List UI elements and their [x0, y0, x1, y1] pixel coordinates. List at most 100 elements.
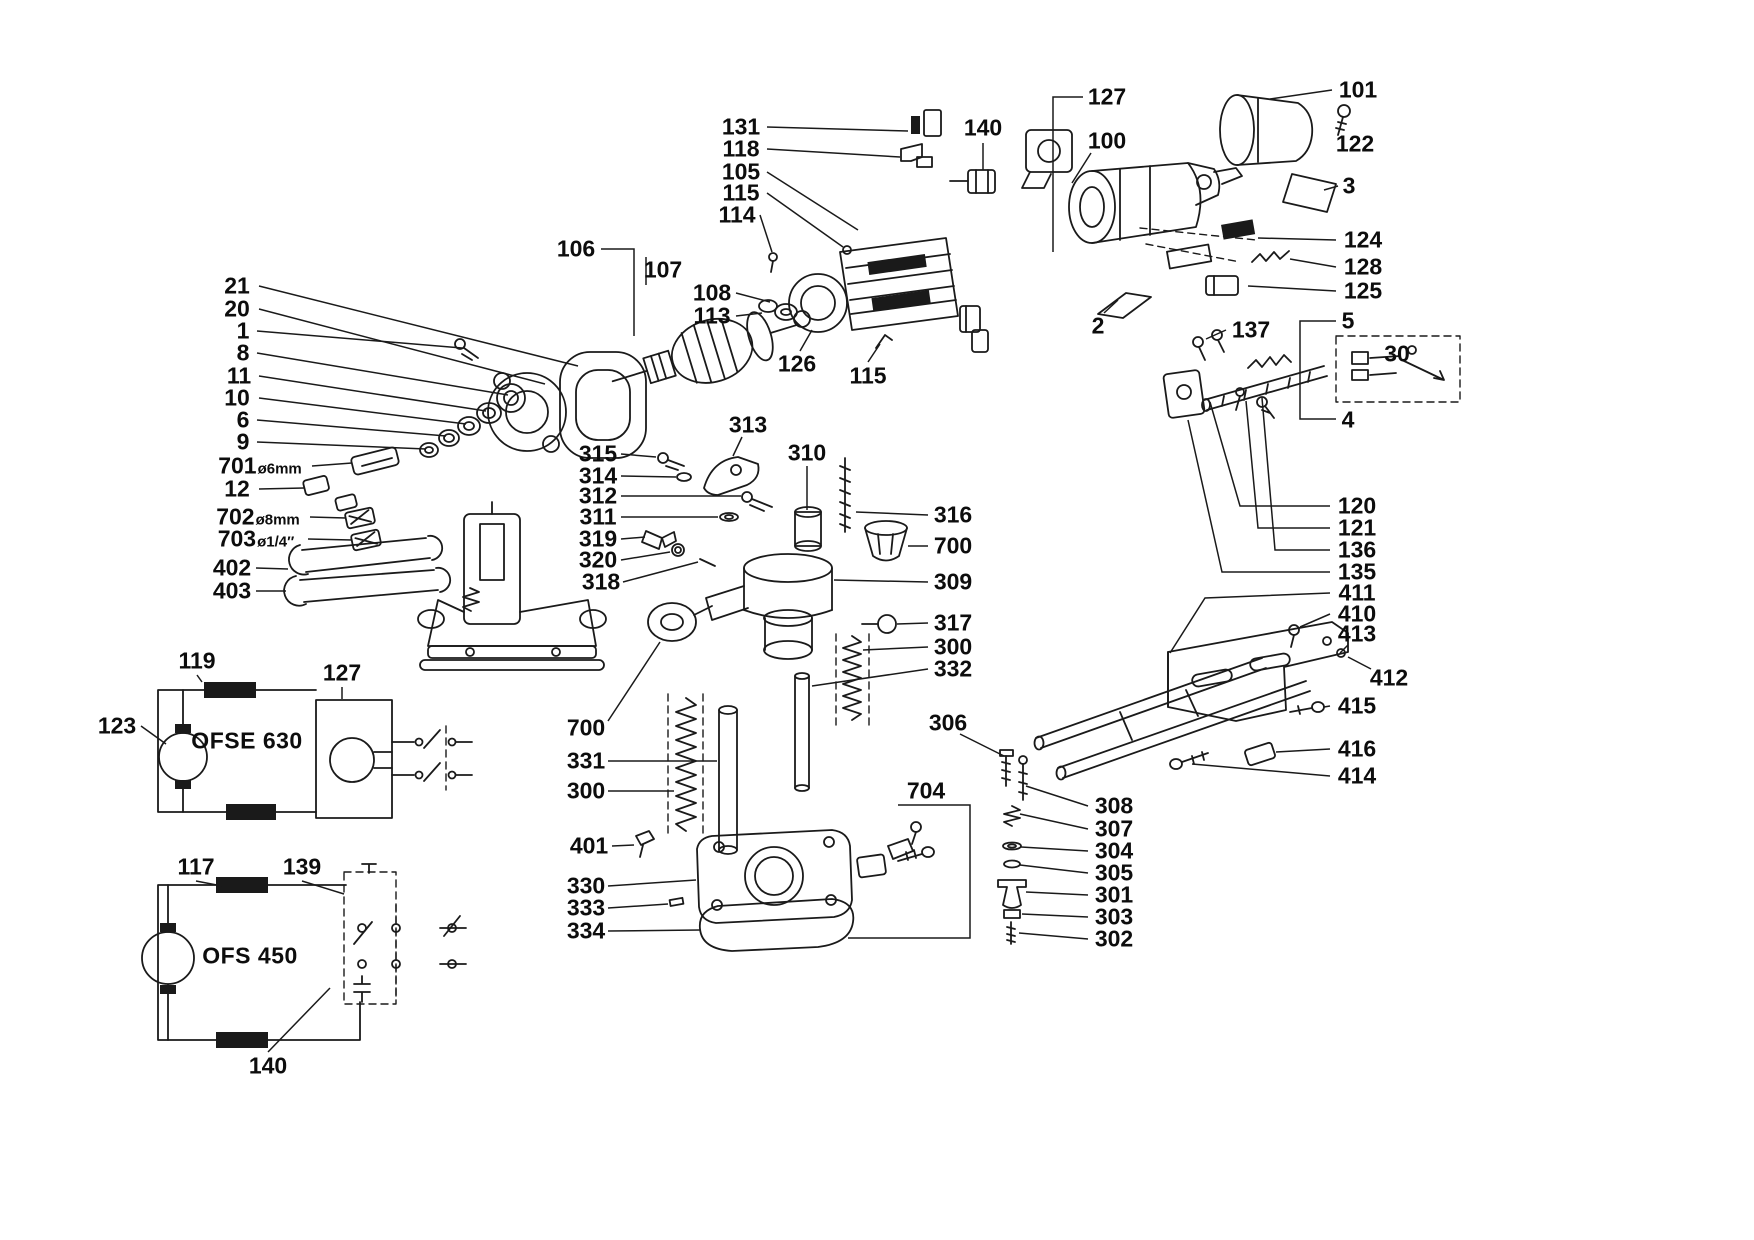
callout-text: 700 — [566, 714, 606, 741]
guide-fence-drawing — [1033, 621, 1349, 781]
callout-text: 413 — [1337, 620, 1377, 647]
leader-5 — [1299, 320, 1336, 420]
leader-3 — [1323, 185, 1339, 191]
leader-135 — [1187, 419, 1330, 573]
callout-307: 307 — [1094, 815, 1134, 842]
callout-319: 319 — [579, 527, 617, 551]
callout-702: 702ø8mm — [216, 505, 300, 529]
callout-704: 704 — [907, 779, 945, 803]
callout-2: 2 — [1091, 312, 1105, 339]
callout-text: 136 — [1337, 536, 1377, 563]
callout-text: 8 — [236, 339, 250, 366]
callout-text: 108 — [692, 279, 732, 306]
switch-lock-parts-drawing — [900, 109, 942, 168]
callout-131: 131 — [722, 115, 760, 139]
callout-text: 11 — [226, 362, 252, 389]
leader-309 — [833, 579, 929, 583]
callout-text: 308 — [1094, 792, 1134, 819]
callout-118: 118 — [722, 137, 759, 161]
diagram-art — [141, 94, 1461, 1048]
callout-411: 411 — [1338, 581, 1375, 605]
leader-414 — [1191, 763, 1331, 777]
leader-126 — [799, 329, 813, 352]
leader-118 — [766, 148, 901, 158]
callout-137: 137 — [1232, 318, 1270, 342]
callout-402: 402 — [213, 556, 251, 580]
callout-332: 332 — [933, 655, 973, 682]
leader-12 — [258, 487, 305, 490]
depth-rod-drawing — [1162, 354, 1328, 419]
leader-123 — [140, 725, 167, 745]
callout-text: 1 — [236, 317, 250, 344]
callout-text: 415 — [1337, 692, 1377, 719]
callout-6: 6 — [237, 408, 250, 432]
leader-401 — [611, 844, 635, 847]
callout-414: 414 — [1338, 764, 1376, 788]
callout-text: 127 — [322, 659, 362, 686]
callout-text: 330 — [566, 872, 606, 899]
leader-2 — [1103, 299, 1119, 314]
callout-text: 312 — [578, 482, 618, 509]
leader-20 — [258, 308, 546, 385]
leader-139 — [301, 880, 345, 895]
callout-text: 307 — [1094, 815, 1134, 842]
leader-11 — [258, 375, 487, 412]
motor-housing-100-drawing — [1068, 162, 1243, 244]
callout-text: 410 — [1337, 600, 1377, 627]
callout-text: OFSE 630 — [191, 727, 303, 754]
leader-318 — [622, 561, 699, 583]
plate-2-drawing — [1097, 292, 1152, 319]
callout-127-circuit: 127 — [322, 659, 362, 686]
leader-304 — [1020, 846, 1089, 852]
leader-319 — [620, 536, 646, 540]
callout-114: 114 — [718, 201, 756, 228]
callout-333: 333 — [567, 896, 605, 920]
leader-21 — [258, 285, 579, 367]
leader-313 — [732, 436, 743, 457]
callout-text: 5 — [1341, 307, 1355, 334]
callout-text: 300 — [566, 777, 606, 804]
callout-text: 416 — [1337, 735, 1377, 762]
callout-9: 9 — [237, 430, 250, 454]
callout-text: 140 — [248, 1052, 288, 1079]
callout-text: 302 — [1094, 925, 1134, 952]
callout-text: 316 — [933, 501, 973, 528]
callout-text: 313 — [728, 411, 768, 438]
callout-135: 135 — [1338, 560, 1376, 584]
callout-text: 332 — [933, 655, 973, 682]
callout-124: 124 — [1344, 228, 1382, 252]
callout-125: 125 — [1344, 279, 1382, 303]
callout-416: 416 — [1337, 735, 1377, 762]
callout-115-mid: 115 — [849, 364, 886, 388]
leader-8 — [256, 352, 509, 396]
leader-300-right — [862, 646, 929, 651]
leader-301 — [1025, 891, 1089, 896]
bearing-bracket-127-drawing — [1021, 129, 1073, 189]
callout-12: 12 — [224, 477, 250, 501]
screw-1-drawing — [454, 338, 479, 361]
callout-text: 21 — [224, 272, 250, 299]
spindle-collets-drawing — [302, 446, 400, 552]
leader-308 — [1025, 785, 1089, 807]
leader-413 — [1339, 644, 1349, 654]
callout-text: 114 — [718, 201, 756, 228]
callout-1: 1 — [236, 317, 250, 344]
callout-139: 139 — [283, 855, 321, 879]
callout-text: 412 — [1369, 664, 1409, 691]
fastener-column-drawing — [997, 749, 1028, 945]
callout-119: 119 — [178, 649, 215, 673]
callout-113: 113 — [693, 304, 730, 328]
callout-140-top: 140 — [964, 116, 1002, 140]
callout-model-ofse630: OFSE 630 — [191, 727, 303, 754]
callout-305: 305 — [1094, 859, 1134, 886]
leader-113 — [735, 312, 763, 317]
callout-413: 413 — [1337, 620, 1377, 647]
callout-text: 318 — [581, 568, 621, 595]
callout-314: 314 — [579, 464, 617, 488]
callout-text: 2 — [1091, 312, 1105, 339]
callout-text: 101 — [1338, 76, 1378, 103]
callout-text: 305 — [1094, 859, 1134, 886]
callout-text: 315 — [578, 440, 618, 467]
callout-suffix: ø1/4″ — [257, 533, 295, 551]
